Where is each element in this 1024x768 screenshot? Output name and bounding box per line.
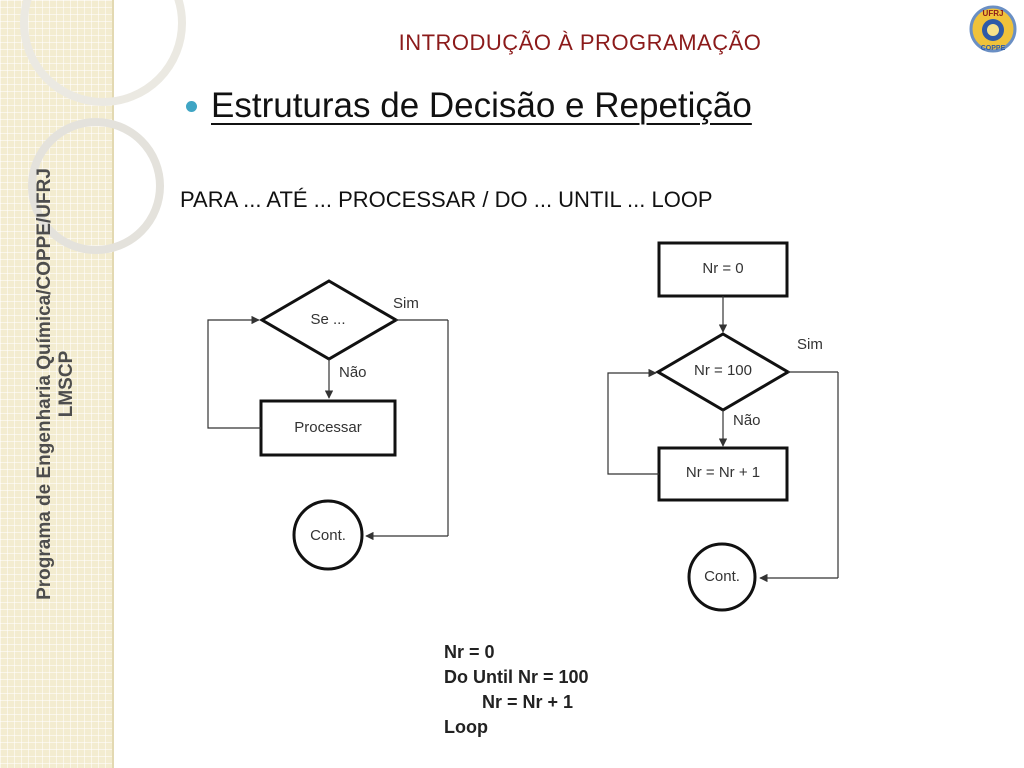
init-label: Nr = 0 [702, 260, 743, 277]
process-label: Nr = Nr + 1 [686, 464, 760, 481]
init-box [657, 241, 789, 298]
continue-connector [292, 499, 364, 571]
decision-label: Nr = 100 [694, 362, 752, 379]
program-label-line1: Programa de Engenharia Química/COPPE/UFR… [34, 168, 55, 600]
decision-diamond [655, 332, 791, 412]
decorative-arc [20, 0, 186, 106]
bullet-icon [186, 100, 197, 112]
process-label: Processar [294, 419, 362, 436]
code-line: Do Until Nr = 100 [444, 667, 589, 687]
process-box [259, 399, 397, 457]
bullet-text: Estruturas de Decisão e Repetição [211, 86, 752, 125]
code-line: Nr = 0 [444, 642, 495, 662]
decision-label: Se ... [310, 311, 345, 328]
continue-label: Cont. [704, 568, 740, 585]
section-subtitle: PARA ... ATÉ ... PROCESSAR / DO ... UNTI… [180, 187, 713, 212]
slide-title: INTRODUÇÃO À PROGRAMAÇÃO [398, 30, 762, 55]
code-line: Loop [444, 717, 488, 737]
process-box [657, 446, 789, 502]
pseudo-code: Nr = 0 Do Until Nr = 100 Nr = Nr + 1 Loo… [444, 640, 589, 740]
yes-label: Sim [797, 336, 823, 353]
continue-connector [687, 542, 757, 612]
continue-label: Cont. [310, 527, 346, 544]
university-seal-icon: UFRJ COPPE [969, 5, 1017, 53]
no-label: Não [733, 412, 761, 429]
bullet-item: Estruturas de Decisão e Repetição [186, 86, 752, 126]
code-line: Nr = Nr + 1 [482, 692, 574, 712]
logo-text-bottom: COPPE [981, 45, 1006, 52]
decorative-arc [28, 118, 164, 254]
loop-back-arrow [207, 315, 261, 429]
flowchart-right: Nr = 0 Nr = 100 Sim Não Nr = Nr + 1 Cont… [607, 241, 839, 612]
flowchart-left: Se ... Sim Não Processar Cont. [207, 279, 449, 571]
program-label-line2: LMSCP [56, 350, 77, 418]
decision-diamond [259, 279, 399, 361]
program-label: Programa de Engenharia Química/COPPE/UFR… [34, 168, 78, 600]
loop-back-arrow [607, 368, 659, 475]
no-label: Não [339, 364, 367, 381]
side-band [0, 0, 186, 768]
yes-label: Sim [393, 295, 419, 312]
logo-text-top: UFRJ [983, 9, 1004, 18]
